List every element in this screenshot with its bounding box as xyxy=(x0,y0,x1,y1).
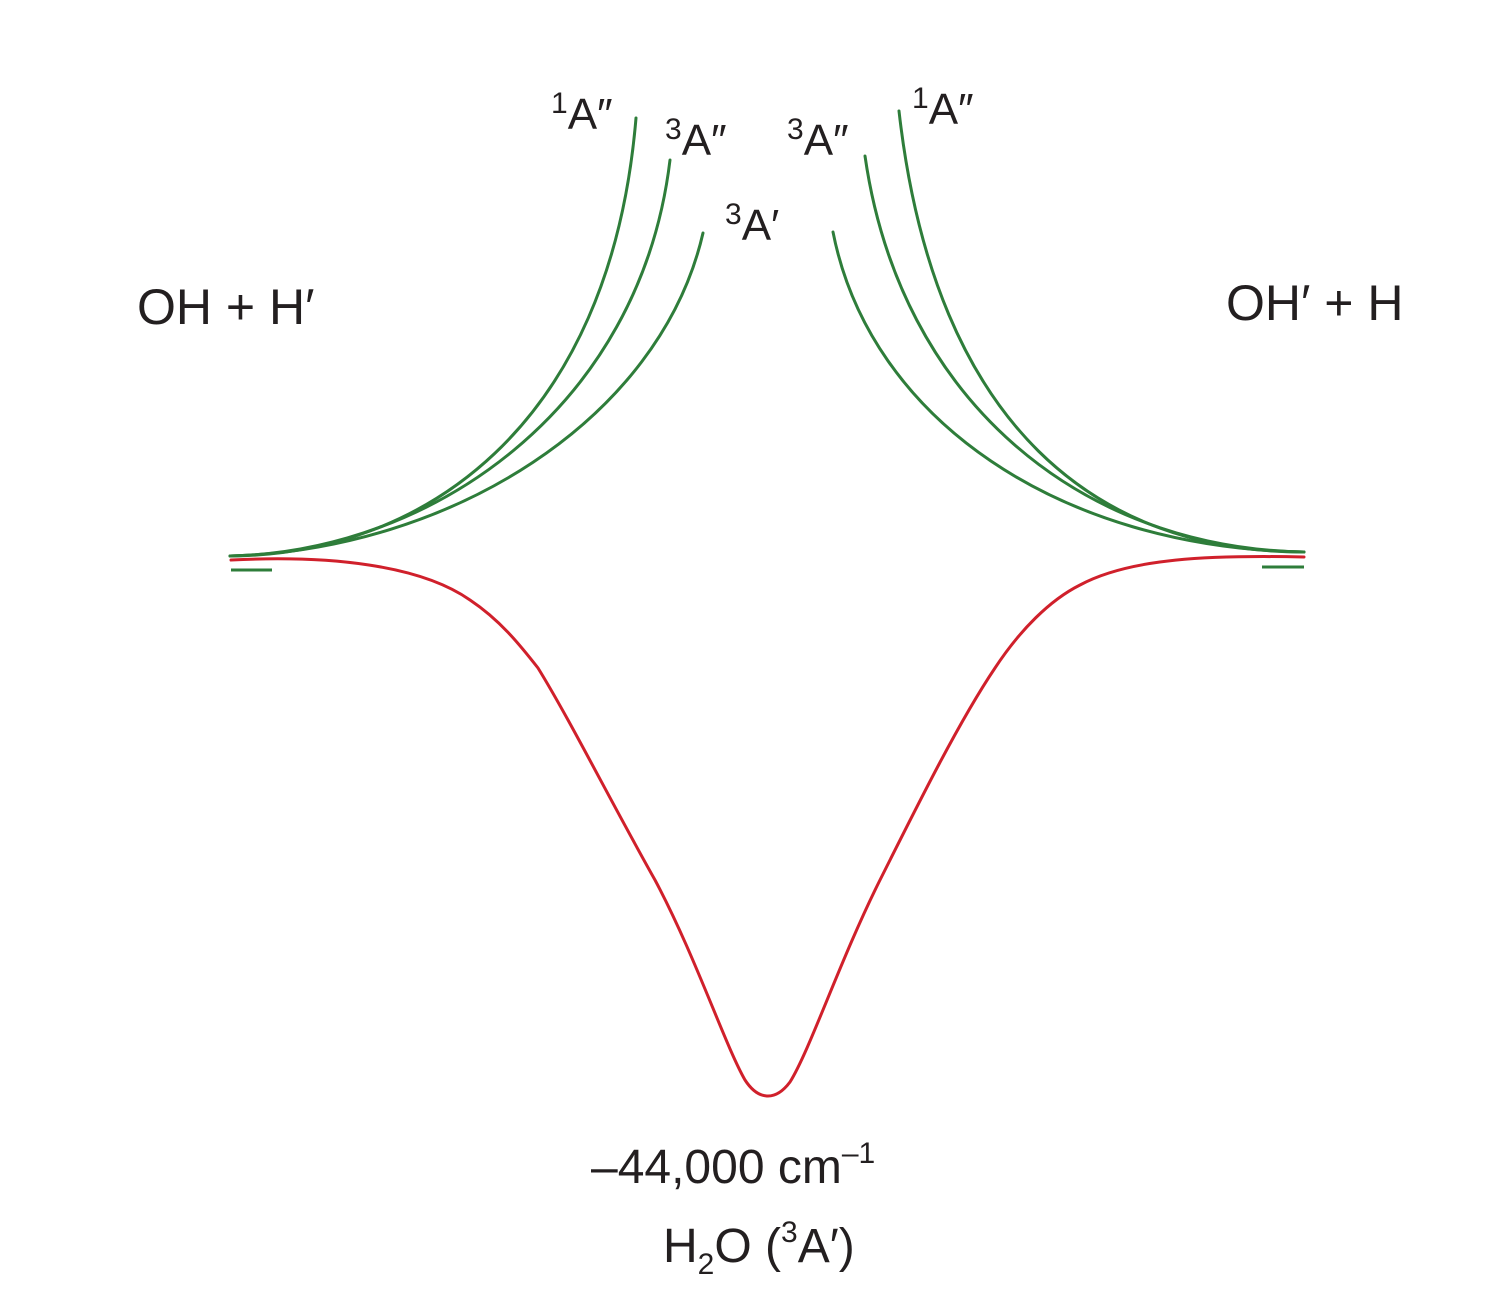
curve-3A-prime-right xyxy=(831,230,1306,554)
reactant-label-right: OH′ + H xyxy=(1226,275,1403,331)
curve-1A-double-prime-left xyxy=(228,116,638,558)
curve-3A-double-prime-left xyxy=(228,158,672,558)
state-label-1A-outer-left: 1A″ xyxy=(551,87,613,139)
state-label-3A-inner-left: 3A″ xyxy=(665,113,727,165)
state-label-1A-outer-right: 1A″ xyxy=(912,82,974,134)
state-label-3A-inner-right: 3A″ xyxy=(787,113,849,165)
curve-1A-double-prime-right xyxy=(897,109,1306,554)
curve-ground-3A-prime xyxy=(229,555,1306,1098)
curve-3A-double-prime-right xyxy=(863,154,1306,554)
complex-label: H2O (3A′) xyxy=(663,1216,855,1281)
curve-3A-prime-left xyxy=(228,231,705,558)
reactant-label-left: OH + H′ xyxy=(137,279,314,335)
well-depth-label: –44,000 cm–1 xyxy=(591,1137,875,1194)
state-label-3A-prime-center: 3A′ xyxy=(725,198,779,250)
